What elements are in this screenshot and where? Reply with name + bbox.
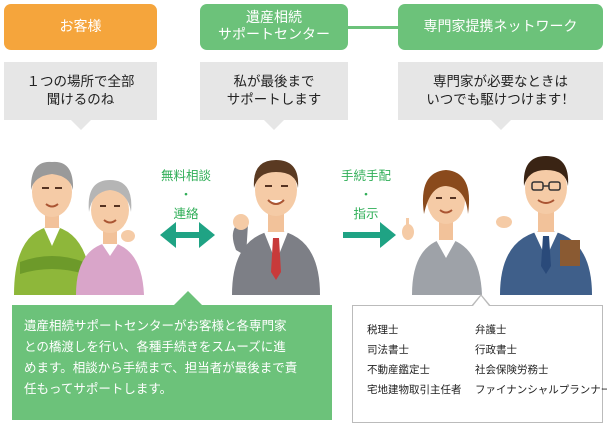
arrange-instruct-label: 手続手配 ・ 指示	[330, 166, 402, 223]
professional-item: 行政書士	[475, 344, 517, 356]
male-expert-avatar	[496, 156, 592, 295]
center-speech-bubble: 私が最後まで サポートします	[200, 62, 348, 130]
customer-header-label: お客様	[59, 18, 102, 35]
description-tail	[174, 291, 202, 305]
professional-item: 社会保険労務士	[475, 364, 549, 376]
customer-speech-line1: １つの場所で全部	[26, 74, 135, 90]
arrange-label-line1: 手続手配	[340, 168, 391, 183]
professionals-box: 税理士 司法書士 不動産鑑定士 宅地建物取引主任者 弁護士 行政書士 社会保険労…	[352, 294, 607, 423]
description-line2: との橋渡しを行い、各種手続きをスムーズに進	[24, 339, 286, 354]
customer-speech-line2: 聞けるのね	[46, 92, 115, 108]
network-speech-tail	[490, 120, 511, 130]
professional-item: 不動産鑑定士	[367, 364, 430, 376]
network-header: 専門家提携ネットワーク	[398, 4, 603, 50]
center-speech-line1: 私が最後まで	[233, 74, 315, 90]
professional-item: 司法書士	[367, 344, 409, 356]
description-line3: めます。相談から手続まで、担当者が最後まで責	[24, 360, 298, 375]
professional-item: 税理士	[367, 324, 399, 336]
elderly-woman-avatar	[76, 180, 144, 295]
network-speech-line2: いつでも駆けつけます！	[426, 92, 575, 108]
customer-speech-tail	[70, 120, 91, 130]
customer-speech-bubble: １つの場所で全部 聞けるのね	[4, 62, 157, 130]
double-arrow-icon	[160, 222, 215, 248]
center-speech-tail	[264, 120, 284, 130]
female-expert-avatar	[402, 170, 482, 295]
professionals-left-column: 税理士 司法書士 不動産鑑定士 宅地建物取引主任者	[367, 320, 462, 400]
people-illustration	[14, 156, 592, 295]
elderly-man-avatar	[14, 161, 92, 295]
folder-icon	[560, 240, 580, 266]
right-arrow-icon	[343, 222, 396, 248]
network-speech-line1: 専門家が必要なときは	[433, 74, 568, 90]
professional-item: ファイナンシャルプランナー	[475, 384, 607, 396]
description-line1: 遺産相続サポートセンターがお客様と各専門家	[24, 318, 287, 333]
support-staff-avatar	[232, 160, 320, 295]
customer-header: お客様	[4, 4, 157, 50]
network-speech-bubble: 専門家が必要なときは いつでも駆けつけます！	[398, 62, 603, 130]
center-header-line2: サポートセンター	[218, 27, 330, 43]
description-box: 遺産相続サポートセンターがお客様と各専門家 との橋渡しを行い、各種手続きをスムー…	[12, 291, 332, 420]
consult-label-dot: ・	[179, 187, 193, 202]
professionals-right-column: 弁護士 行政書士 社会保険労務士 ファイナンシャルプランナー	[475, 320, 607, 400]
arrange-label-dot: ・	[359, 187, 373, 202]
consult-contact-label: 無料相談 ・ 連絡	[150, 166, 222, 223]
professionals-tail	[473, 296, 489, 306]
arrange-label-line2: 指示	[353, 206, 379, 221]
center-speech-line2: サポートします	[226, 92, 322, 108]
description-line4: 任もってサポートします。	[24, 381, 173, 396]
center-header-line1: 遺産相続	[246, 10, 302, 26]
network-header-label: 専門家提携ネットワーク	[423, 18, 578, 35]
professional-item: 弁護士	[475, 324, 507, 336]
center-header: 遺産相続 サポートセンター	[200, 4, 348, 50]
professional-item: 宅地建物取引主任者	[367, 384, 462, 396]
consult-label-line1: 無料相談	[160, 168, 211, 183]
consult-label-line2: 連絡	[173, 206, 199, 221]
header-connector	[330, 26, 420, 29]
